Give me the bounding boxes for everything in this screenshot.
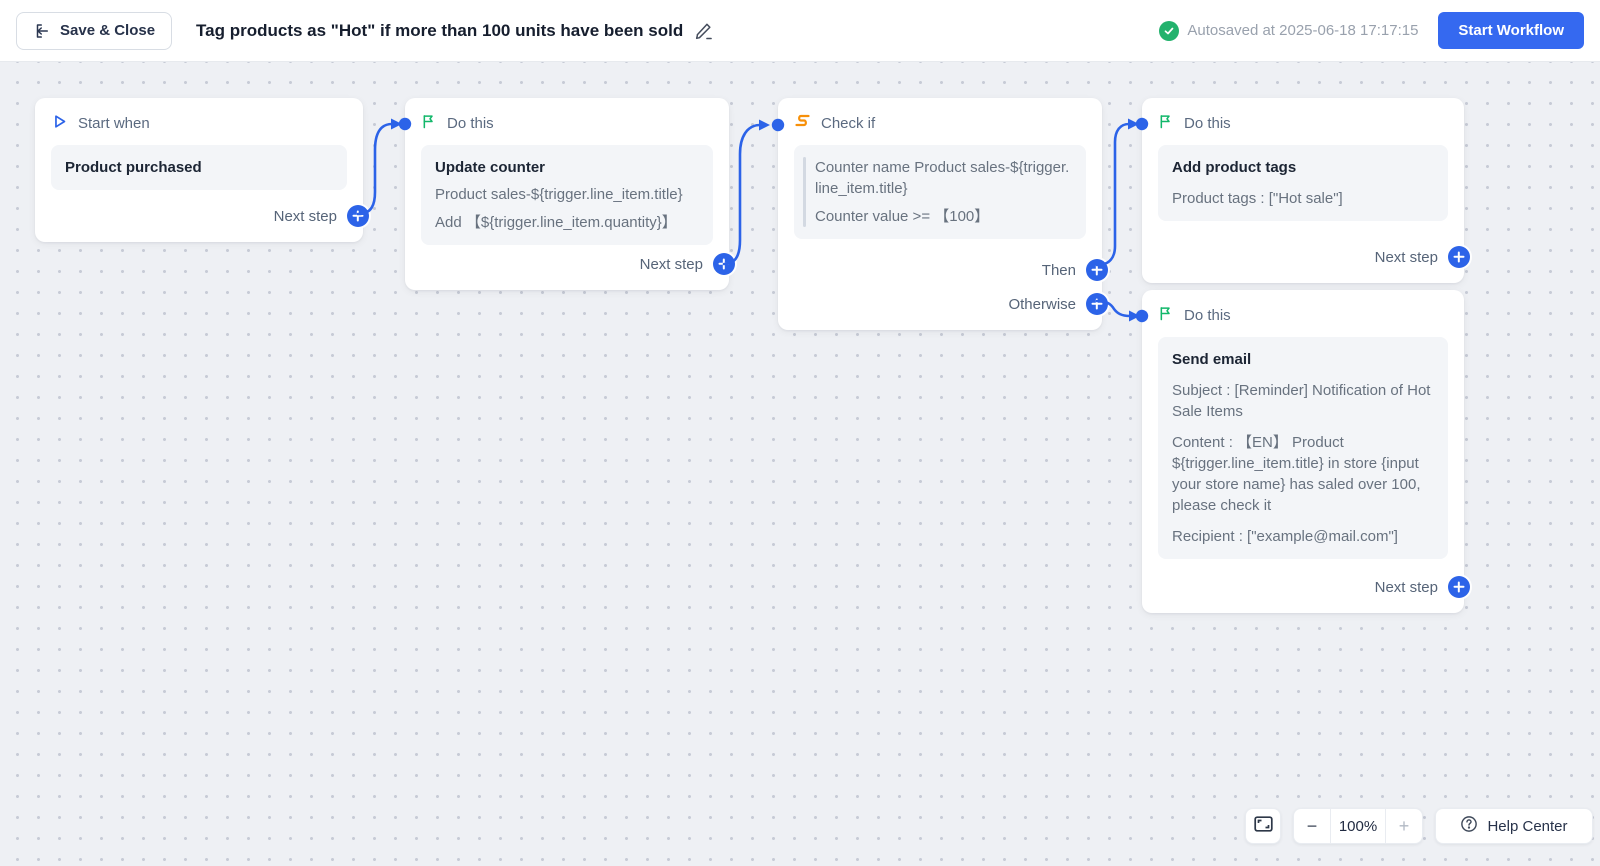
- minimap-button[interactable]: [1245, 808, 1281, 844]
- exit-icon: [33, 22, 51, 40]
- workflow-canvas[interactable]: Start when Product purchased Next step D…: [0, 62, 1600, 866]
- edit-pencil-icon[interactable]: [694, 21, 714, 41]
- branch-icon: [794, 114, 811, 132]
- otherwise-label: Otherwise: [1008, 295, 1076, 313]
- node-detail-line: Add 【${trigger.line_item.quantity}】: [435, 214, 677, 231]
- next-step-label: Next step: [1374, 578, 1438, 596]
- node-action-title: Add product tags: [1172, 159, 1297, 176]
- node-header-label: Do this: [447, 114, 494, 132]
- zoom-level: 100%: [1330, 809, 1386, 843]
- add-step-button[interactable]: [713, 253, 735, 275]
- add-step-button[interactable]: [347, 205, 369, 227]
- zoom-control: − 100% +: [1293, 808, 1423, 844]
- node-summary[interactable]: Add product tags Product tags : ["Hot sa…: [1158, 145, 1448, 221]
- then-label: Then: [1041, 261, 1076, 279]
- node-summary[interactable]: Send email Subject : [Reminder] Notifica…: [1158, 337, 1448, 559]
- question-icon: [1460, 815, 1478, 837]
- arrowhead-icon: [759, 119, 770, 131]
- play-icon: [51, 113, 68, 134]
- zoom-in-button[interactable]: +: [1398, 815, 1410, 836]
- node-action-title: Update counter: [435, 159, 546, 176]
- node-action-title: Product purchased: [65, 159, 202, 176]
- node-summary[interactable]: Product purchased: [51, 145, 347, 190]
- next-step-label: Next step: [273, 207, 337, 225]
- flag-icon: [421, 113, 437, 134]
- connector-counter-to-check: [722, 123, 762, 266]
- add-step-button[interactable]: [1448, 246, 1470, 268]
- node-action-title: Send email: [1172, 351, 1252, 368]
- arrowhead-icon: [1129, 310, 1140, 322]
- arrowhead-icon: [391, 118, 402, 130]
- start-workflow-button[interactable]: Start Workflow: [1438, 12, 1584, 49]
- node-detail-line: Content : 【EN】 Product ${trigger.line_it…: [1172, 434, 1421, 514]
- autosave-check-icon: [1159, 20, 1180, 41]
- zoom-out-button[interactable]: −: [1306, 815, 1318, 836]
- node-detail-line: Product tags : ["Hot sale"]: [1172, 190, 1343, 207]
- node-condition-line: Counter value >= 【100】: [815, 208, 990, 225]
- node-card-add-tags[interactable]: Do this Add product tags Product tags : …: [1142, 98, 1470, 283]
- node-detail-line: Subject : [Reminder] Notification of Hot…: [1172, 382, 1431, 420]
- minimap-icon: [1253, 815, 1273, 837]
- flag-icon: [1158, 305, 1174, 326]
- topbar-right: Autosaved at 2025-06-18 17:17:15 Start W…: [1159, 12, 1584, 49]
- add-then-step-button[interactable]: [1086, 259, 1108, 281]
- node-card-send-email[interactable]: Do this Send email Subject : [Reminder] …: [1142, 290, 1470, 613]
- node-header-label: Do this: [1184, 306, 1231, 324]
- help-center-button[interactable]: Help Center: [1435, 808, 1593, 844]
- next-step-label: Next step: [639, 255, 703, 273]
- help-center-label: Help Center: [1487, 817, 1568, 835]
- node-card-trigger[interactable]: Start when Product purchased Next step: [35, 98, 369, 242]
- top-bar: Save & Close Tag products as "Hot" if mo…: [0, 0, 1600, 62]
- node-detail-line: Product sales-${trigger.line_item.title}: [435, 186, 683, 203]
- node-header-label: Check if: [821, 114, 876, 132]
- autosave-status: Autosaved at 2025-06-18 17:17:15: [1159, 20, 1419, 41]
- node-header-label: Start when: [78, 114, 150, 132]
- flag-icon: [1158, 113, 1174, 134]
- save-close-button[interactable]: Save & Close: [16, 11, 173, 50]
- node-detail-line: Recipient : ["example@mail.com"]: [1172, 528, 1398, 545]
- node-summary[interactable]: Update counter Product sales-${trigger.l…: [421, 145, 713, 245]
- workflow-title-text: Tag products as "Hot" if more than 100 u…: [196, 20, 684, 40]
- next-step-label: Next step: [1374, 248, 1438, 266]
- node-summary[interactable]: Counter name Product sales-${trigger.lin…: [794, 145, 1086, 239]
- node-header-label: Do this: [1184, 114, 1231, 132]
- node-card-check-if[interactable]: Check if Counter name Product sales-${tr…: [778, 98, 1108, 330]
- connector-trigger-to-counter: [356, 122, 394, 216]
- arrowhead-icon: [1128, 118, 1139, 130]
- add-otherwise-step-button[interactable]: [1086, 293, 1108, 315]
- node-card-update-counter[interactable]: Do this Update counter Product sales-${t…: [405, 98, 735, 290]
- save-close-label: Save & Close: [60, 22, 156, 39]
- add-step-button[interactable]: [1448, 576, 1470, 598]
- node-condition-line: Counter name Product sales-${trigger.lin…: [815, 159, 1070, 197]
- autosave-text: Autosaved at 2025-06-18 17:17:15: [1187, 22, 1419, 39]
- workflow-title: Tag products as "Hot" if more than 100 u…: [196, 21, 714, 41]
